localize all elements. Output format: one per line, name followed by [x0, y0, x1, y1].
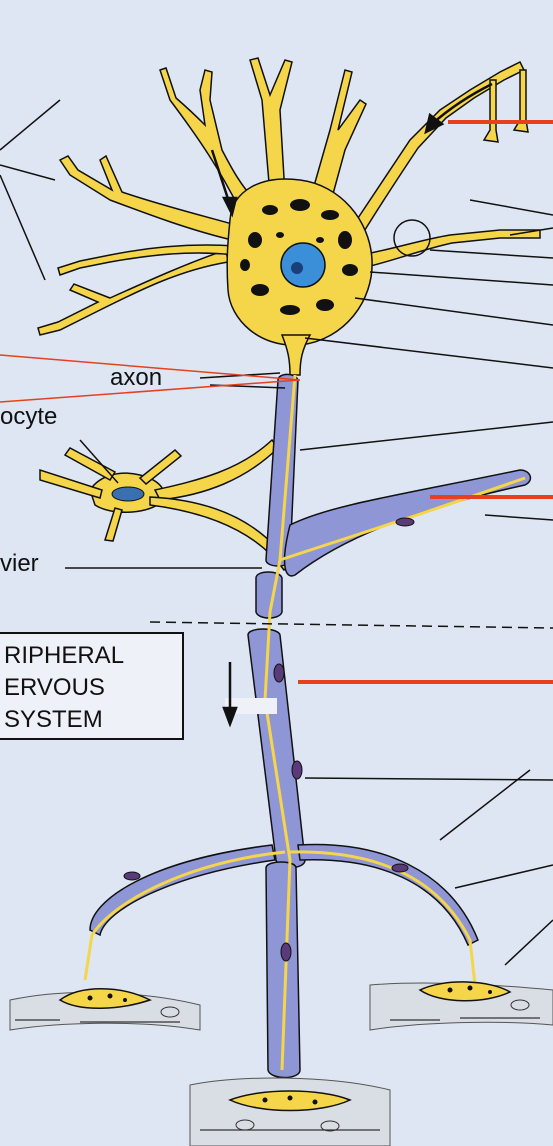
pns-line-1: RIPHERAL — [4, 642, 124, 670]
oligodendrocyte-label-fragment: ocyte — [0, 405, 57, 429]
pns-line-3: SYSTEM — [4, 706, 103, 734]
peripheral-nervous-system-box: RIPHERAL ERVOUS SYSTEM — [0, 632, 184, 740]
nucleolus — [291, 262, 303, 274]
nucleus — [281, 243, 325, 287]
node-of-ranvier-label-fragment: vier — [0, 552, 39, 576]
pns-line-2: ERVOUS — [4, 674, 105, 702]
axon-label: axon — [110, 366, 162, 390]
